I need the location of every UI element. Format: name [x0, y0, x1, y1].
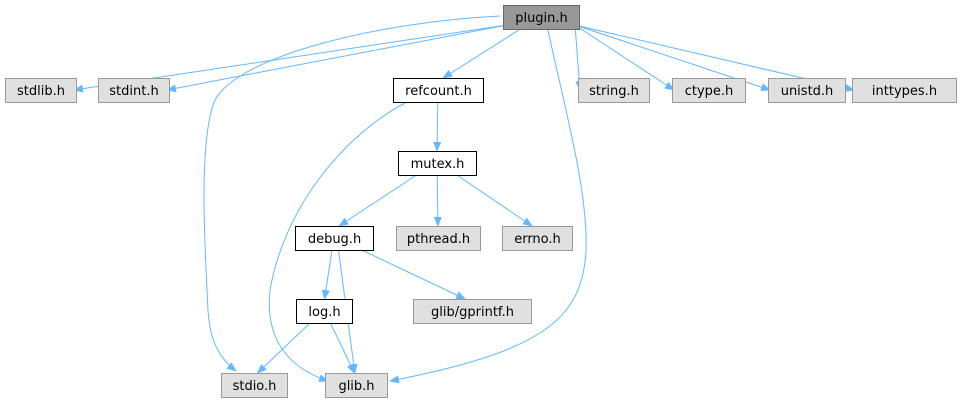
node-plugin-box [503, 5, 580, 30]
node-mutex-box [398, 151, 477, 176]
node-stdint-box [98, 78, 170, 103]
node-string: string.h [578, 78, 650, 103]
node-glib: glib.h [325, 373, 388, 398]
node-unistd-box [768, 78, 846, 103]
node-inttypes: inttypes.h [852, 78, 957, 103]
node-gprintf-box [413, 299, 532, 324]
node-stdlib: stdlib.h [5, 78, 77, 103]
node-ctype-label: ctype.h [685, 84, 734, 99]
node-stdlib-label: stdlib.h [17, 84, 65, 99]
edge-plugin-to-ctype [574, 24, 675, 91]
edge-plugin-to-refcount [442, 28, 521, 79]
node-pthread-box [396, 226, 481, 251]
node-errno: errno.h [502, 226, 573, 251]
node-refcount-box [393, 78, 484, 103]
node-log-label: log.h [308, 305, 340, 320]
node-gprintf-label: glib/gprintf.h [431, 305, 514, 320]
node-stdio-label: stdio.h [233, 379, 277, 394]
edge-debug-to-gprintf [361, 249, 467, 300]
node-pthread-label: pthread.h [407, 232, 470, 247]
node-stdint-label: stdint.h [109, 84, 158, 99]
node-refcount-label: refcount.h [405, 84, 472, 99]
edges [73, 15, 855, 384]
edge-refcount-to-mutex [433, 101, 442, 152]
node-plugin-label: plugin.h [515, 11, 568, 26]
edge-plugin-to-stdio [203, 15, 501, 372]
node-log[interactable]: log.h [296, 299, 353, 324]
node-gprintf: glib/gprintf.h [413, 299, 532, 324]
node-debug-label: debug.h [308, 232, 361, 247]
edge-plugin-to-glib [389, 29, 587, 384]
node-debug-box [295, 226, 374, 251]
node-inttypes-label: inttypes.h [872, 84, 937, 99]
node-glib-label: glib.h [338, 379, 374, 394]
node-glib-box [325, 373, 388, 398]
edge-log-to-glib [329, 322, 355, 374]
node-stdlib-box [5, 78, 77, 103]
node-errno-label: errno.h [514, 232, 561, 247]
node-ctype: ctype.h [672, 78, 746, 103]
edge-mutex-to-pthread [433, 174, 442, 227]
node-stdint: stdint.h [98, 78, 170, 103]
node-mutex-label: mutex.h [411, 157, 465, 172]
node-stdio: stdio.h [221, 373, 288, 398]
edge-plugin-to-stdint [166, 24, 508, 93]
edge-mutex-to-errno [456, 174, 533, 227]
node-pthread: pthread.h [396, 226, 481, 251]
node-stdio-box [221, 373, 288, 398]
node-debug[interactable]: debug.h [295, 226, 374, 251]
edge-refcount-to-glib [268, 102, 406, 382]
edge-debug-to-log [321, 249, 333, 300]
nodes: plugin.h stdlib.h stdint.h refcount.h string… [5, 5, 957, 398]
node-string-box [578, 78, 650, 103]
node-refcount[interactable]: refcount.h [393, 78, 484, 103]
node-ctype-box [672, 78, 746, 103]
node-errno-box [502, 226, 573, 251]
node-plugin[interactable]: plugin.h [503, 5, 580, 30]
node-string-label: string.h [589, 84, 639, 99]
edge-log-to-stdio [256, 322, 311, 374]
node-unistd: unistd.h [768, 78, 846, 103]
node-inttypes-box [852, 78, 957, 103]
node-unistd-label: unistd.h [781, 84, 834, 99]
node-log-box [296, 299, 353, 324]
edge-mutex-to-debug [338, 174, 417, 227]
node-mutex[interactable]: mutex.h [398, 151, 477, 176]
